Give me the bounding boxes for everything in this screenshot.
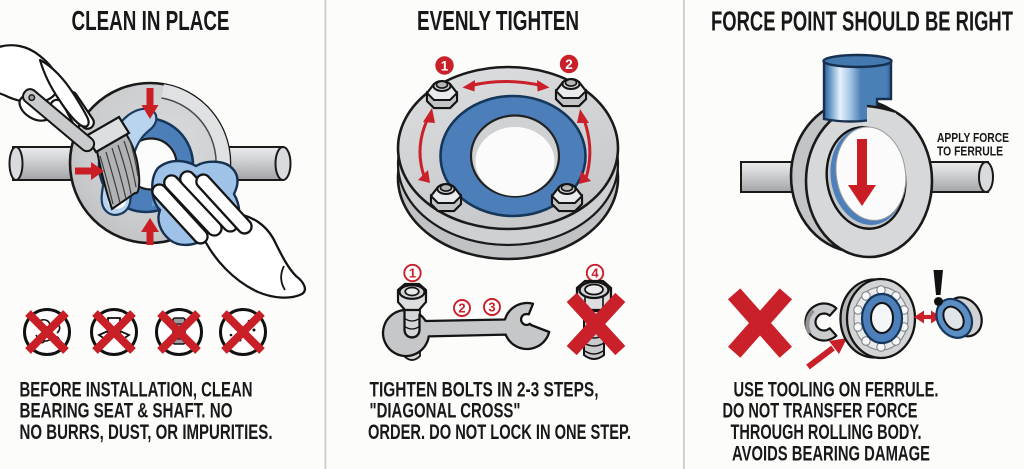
svg-text:CLEAN IN PLACE: CLEAN IN PLACE <box>72 5 230 36</box>
svg-text:APPLY FORCE: APPLY FORCE <box>937 131 1009 145</box>
svg-text:FORCE POINT SHOULD BE RIGHT: FORCE POINT SHOULD BE RIGHT <box>711 5 1013 36</box>
svg-text:USE TOOLING ON FERRULE.: USE TOOLING ON FERRULE. <box>734 378 939 401</box>
svg-text:AVOIDS BEARING DAMAGE: AVOIDS BEARING DAMAGE <box>732 442 930 465</box>
svg-text:2: 2 <box>565 57 573 72</box>
svg-text:1: 1 <box>441 58 449 73</box>
svg-text:TO FERRULE: TO FERRULE <box>937 145 1003 159</box>
svg-text:EVENLY TIGHTEN: EVENLY TIGHTEN <box>417 5 579 36</box>
svg-text:BEARING SEAT & SHAFT. NO: BEARING SEAT & SHAFT. NO <box>20 400 233 423</box>
svg-text:NO BURRS, DUST, OR IMPURITIES.: NO BURRS, DUST, OR IMPURITIES. <box>20 421 273 444</box>
svg-text:ORDER. DO NOT LOCK IN ONE STEP: ORDER. DO NOT LOCK IN ONE STEP. <box>368 421 631 444</box>
svg-text:TIGHTEN BOLTS IN 2-3 STEPS,: TIGHTEN BOLTS IN 2-3 STEPS, <box>370 378 599 401</box>
svg-text:1: 1 <box>409 266 416 281</box>
svg-text:THROUGH ROLLING BODY.: THROUGH ROLLING BODY. <box>731 421 922 444</box>
svg-text:2: 2 <box>458 301 465 316</box>
svg-text:4: 4 <box>591 266 599 281</box>
svg-text:"DIAGONAL CROSS": "DIAGONAL CROSS" <box>370 400 521 423</box>
svg-text:3: 3 <box>488 300 495 315</box>
svg-text:DO NOT TRANSFER FORCE: DO NOT TRANSFER FORCE <box>723 400 918 423</box>
svg-text:BEFORE INSTALLATION, CLEAN: BEFORE INSTALLATION, CLEAN <box>20 378 253 401</box>
